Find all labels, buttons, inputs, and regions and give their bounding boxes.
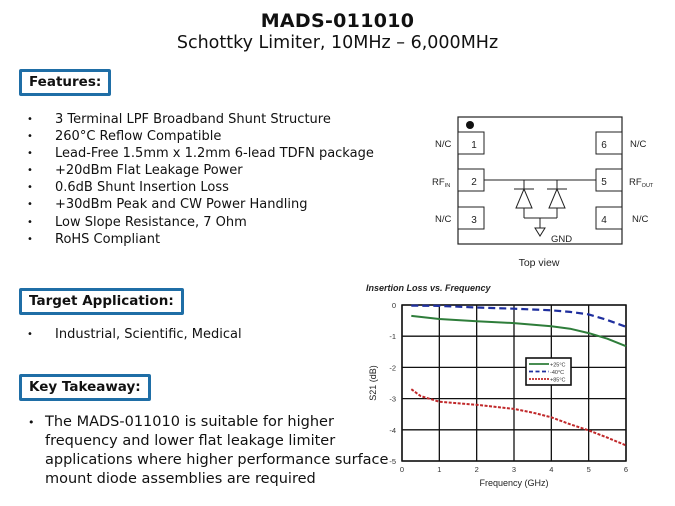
pin-pad-1	[457, 131, 485, 155]
x-tick-label: 6	[624, 465, 628, 474]
diode-circuit	[484, 179, 596, 237]
page-title: MADS-011010	[260, 10, 415, 32]
x-tick-label: 0	[400, 465, 404, 474]
y-tick-label: -5	[389, 457, 396, 466]
features-heading: Features:	[19, 69, 112, 96]
feature-item: •RoHS Compliant	[27, 231, 161, 247]
bullet-icon: •	[27, 329, 33, 340]
x-tick-label: 2	[475, 465, 479, 474]
feature-item: •0.6dB Shunt Insertion Loss	[27, 180, 229, 196]
key-takeaway-heading: Key Takeaway:	[19, 374, 151, 401]
bullet-icon: •	[27, 114, 33, 125]
pin-pad-6	[595, 131, 623, 155]
chart-title: Insertion Loss vs. Frequency	[366, 283, 492, 293]
plot-frame	[401, 304, 627, 462]
page-subtitle: Schottky Limiter, 10MHz – 6,000MHz	[176, 33, 499, 53]
bullet-icon: •	[27, 148, 33, 160]
bullet-icon: •	[27, 182, 33, 194]
y-tick-label: -2	[389, 363, 396, 372]
pin-pad-3	[457, 206, 485, 230]
series-line-1	[411, 314, 627, 348]
y-axis-label: S21 (dB)	[368, 365, 378, 401]
key-takeaway: • The MADS-011010 is suitable for higher…	[28, 413, 390, 489]
pin-pad-4	[595, 206, 623, 230]
pin-number-5: 5	[601, 177, 607, 188]
pin-label-6: N/C	[630, 139, 647, 150]
bullet-icon: •	[28, 416, 35, 429]
legend-label: +85°C	[550, 377, 566, 383]
pin-label-2: RFIN	[432, 177, 450, 189]
series-line-3	[410, 388, 627, 447]
bullet-icon: •	[27, 131, 33, 143]
target-application-heading: Target Application:	[19, 288, 184, 315]
pin-number-6: 6	[601, 140, 607, 151]
feature-item: •Low Slope Resistance, 7 Ohm	[27, 214, 247, 230]
pinout-caption: Top view	[519, 257, 560, 269]
feature-item: •+30dBm Peak and CW Power Handling	[27, 197, 308, 213]
y-tick-label: -1	[389, 332, 396, 341]
series-line-2	[411, 304, 627, 328]
key-takeaway-text: The MADS-011010 is suitable for higher f…	[45, 414, 389, 487]
x-tick-label: 4	[549, 465, 553, 474]
bullet-icon: •	[27, 233, 33, 245]
feature-item: •+20dBm Flat Leakage Power	[27, 163, 243, 179]
x-tick-label: 1	[437, 465, 441, 474]
pin-number-3: 3	[471, 215, 477, 226]
bullet-icon: •	[27, 165, 33, 177]
pin-label-3: N/C	[435, 214, 452, 225]
y-tick-label: -4	[389, 426, 396, 435]
legend-label: -40°C	[550, 370, 564, 376]
features-list: •3 Terminal LPF Broadband Shunt Structur…	[19, 111, 374, 248]
feature-item: •3 Terminal LPF Broadband Shunt Structur…	[27, 112, 331, 127]
y-tick-label: -3	[389, 395, 396, 404]
feature-item: •Lead-Free 1.5mm x 1.2mm 6-lead TDFN pac…	[27, 146, 374, 162]
x-tick-label: 5	[587, 465, 591, 474]
chart-legend: +25°C -40°C+85°C	[525, 357, 572, 386]
pin-label-4: N/C	[632, 214, 649, 225]
pin-label-1: N/C	[435, 139, 452, 150]
x-tick-label: 3	[512, 465, 516, 474]
pin1-marker-icon	[466, 121, 474, 129]
bullet-icon: •	[27, 216, 33, 228]
pin-number-4: 4	[601, 215, 607, 226]
y-tick-label: 0	[392, 301, 396, 310]
pin-number-2: 2	[471, 177, 477, 188]
feature-item: •260°C Reflow Compatible	[27, 129, 222, 145]
ground-label: GND	[551, 234, 572, 245]
pin-label-5: RFOUT	[629, 177, 654, 189]
ground-icon	[534, 227, 546, 237]
legend-label: +25°C	[550, 362, 566, 368]
bullet-icon: •	[27, 199, 33, 211]
pin-number-1: 1	[471, 140, 477, 151]
x-axis-label: Frequency (GHz)	[479, 478, 548, 488]
target-application-list: •Industrial, Scientific, Medical	[19, 326, 242, 343]
application-item: •Industrial, Scientific, Medical	[27, 327, 242, 342]
